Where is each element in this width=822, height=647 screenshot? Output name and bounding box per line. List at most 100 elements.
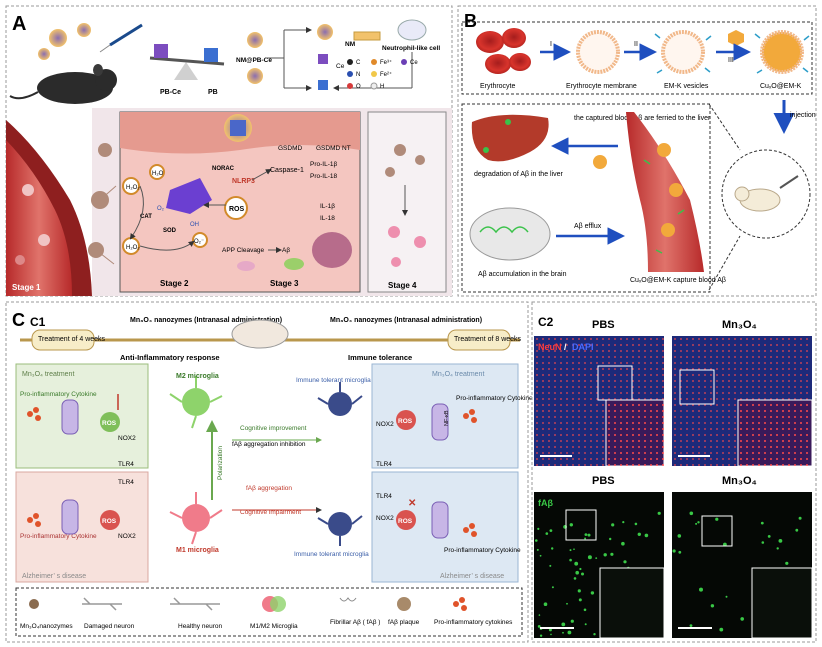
m2-label: M2 microglia <box>176 373 219 380</box>
norac-label: NORAC <box>212 166 235 172</box>
tlr4-br: TLR4 <box>376 493 392 500</box>
fab-speckle <box>609 537 612 541</box>
legend-fab: Fibrillar Aβ ( fAβ ) <box>330 619 380 626</box>
fab-speckle <box>535 539 538 542</box>
fab-speckle <box>561 622 566 627</box>
injection-label: injection <box>790 112 816 119</box>
fab-speckle <box>778 539 783 543</box>
fab-inhibition: fAβ aggregation inhibition <box>232 441 306 448</box>
o2-label: O₂ <box>157 206 165 212</box>
fab-speckle <box>695 522 698 525</box>
fab-speckle <box>767 535 771 538</box>
cog-impairment: Cognitive impairment <box>240 509 301 516</box>
neurons-bg <box>88 143 117 265</box>
legend-o: O <box>356 84 361 90</box>
capture-label: CuₓO@EM-K capture blood Aβ <box>630 277 726 284</box>
legend-microglia: M1/M2 Microglia <box>250 623 298 630</box>
panel-c-legend: Mn₃O₄nanozymes Damaged neuron Healthy ne… <box>15 587 523 637</box>
fab-speckle <box>537 527 540 531</box>
tlr4-tl: TLR4 <box>118 461 134 468</box>
fab-speckle <box>567 630 572 635</box>
fab-speckle <box>538 614 541 616</box>
app-label: APP Cleavage <box>222 247 265 254</box>
fab-speckle <box>689 624 693 627</box>
fab-speckle <box>795 528 799 532</box>
step-3: III <box>728 57 734 64</box>
fab-speckle <box>548 628 552 632</box>
cuxo-particle: CuₓO@EM-K <box>754 30 810 90</box>
fab-speckle <box>573 577 577 580</box>
fab-speckle <box>644 533 649 538</box>
fab-speckle <box>549 529 553 532</box>
erythrocytes: Erythrocyte <box>476 28 531 90</box>
ros-bl: ROS <box>102 518 117 525</box>
fab-speckle <box>569 549 572 552</box>
stage2-label: Stage 2 <box>160 279 189 288</box>
synthesis-scheme: NM@PB-Ce NM Ce Neutrophil-like cell <box>236 19 440 91</box>
brain: Aβ accumulation in the brain <box>469 207 567 278</box>
fab-speckle <box>536 548 539 551</box>
treatment-8w: Treatment of 8 weeks <box>454 336 522 343</box>
fab-mn-image <box>672 492 813 639</box>
nanozyme-label-2: Mn₃O₄ nanozymes (Intranasal administrati… <box>330 317 482 324</box>
fab-speckle <box>785 561 789 565</box>
step-1: I <box>550 41 552 48</box>
stage1-label: Stage 1 <box>12 283 41 292</box>
fab-speckle <box>573 548 575 550</box>
fab-speckle <box>689 511 694 516</box>
fab-speckle <box>699 587 703 592</box>
stage3-label: Stage 3 <box>270 279 299 288</box>
cog-improvement: Cognitive improvement <box>240 425 307 432</box>
fab-speckle <box>623 560 627 564</box>
fab-speckle <box>603 553 607 557</box>
treatment-4w: Treatment of 4 weeks <box>38 336 106 343</box>
proinf-tr: Pro-inflammatory Cytokine <box>456 395 533 402</box>
nanozyme-label-1: Mn₃O₄ nanozymes (Intranasal administrati… <box>130 317 282 324</box>
fab-speckle <box>740 617 744 621</box>
fab-speckle <box>776 547 779 550</box>
fab-speckle <box>719 627 724 632</box>
ros-tl: ROS <box>102 420 117 427</box>
element-legend: C Fe³⁺ Ce N Fe²⁺ O H <box>347 59 418 90</box>
h2o2-bottom: H₂O₂ <box>126 245 140 251</box>
ce-label: Ce <box>336 63 345 70</box>
fab-speckle <box>578 598 582 602</box>
legend-fe3: Fe³⁺ <box>380 59 392 66</box>
panel-a-letter: A <box>12 13 26 35</box>
proil1b-label: Pro-IL-1β <box>310 161 337 168</box>
fab-speckle <box>590 591 595 595</box>
fab-speckle <box>760 521 764 525</box>
tlr4-bl: TLR4 <box>118 479 134 486</box>
fab-speckle <box>611 523 615 527</box>
fab-speckle <box>593 633 596 636</box>
h2o2-top: H₂O₂ <box>126 185 140 191</box>
legend-h: H <box>380 84 384 90</box>
emk-label: EM-K vesicles <box>664 83 709 90</box>
fab-speckle <box>672 549 676 553</box>
fab-speckle <box>595 557 598 559</box>
dapi-label: DAPI <box>572 342 594 352</box>
neun-label: NeuN <box>538 342 562 352</box>
efflux-label: Aβ efflux <box>574 223 602 230</box>
immune-tolerance-label: Immune tolerance <box>348 353 412 362</box>
ros-tr: ROS <box>398 418 413 425</box>
itm-top: Immune tolerant microglia <box>296 377 371 384</box>
ab-label: Aβ <box>282 247 290 254</box>
liver: degradation of Aβ in the liver <box>471 114 564 178</box>
seesaw-comparison: PB-Ce PB <box>149 44 225 96</box>
fab-speckle <box>584 533 588 536</box>
nox2-br: NOX2 <box>376 515 394 522</box>
fab-speckle <box>657 511 661 515</box>
pbce-label: PB-Ce <box>160 89 181 96</box>
panel-b-letter: B <box>464 11 477 31</box>
nm-label: NM <box>345 41 355 48</box>
itm-bottom: Immune tolerant microglia <box>294 551 369 558</box>
mn-treatment-left: Mn₃O₄ treatment <box>22 371 74 378</box>
fab-speckle <box>581 572 584 576</box>
stage-2-3-box: Stage 2 Stage 3 H₂O₂ H₂O H₂O₂ O₂⁻ O₂ CAT… <box>119 111 361 293</box>
fab-speckle <box>678 550 682 554</box>
panel-c2: C2 PBS Mn₃O₄ NeuN / DAPI PBS Mn₃O₄ <box>531 301 817 643</box>
fab-speckle <box>551 547 554 550</box>
fab-speckle <box>715 517 719 521</box>
slash-separator: / <box>564 342 567 352</box>
